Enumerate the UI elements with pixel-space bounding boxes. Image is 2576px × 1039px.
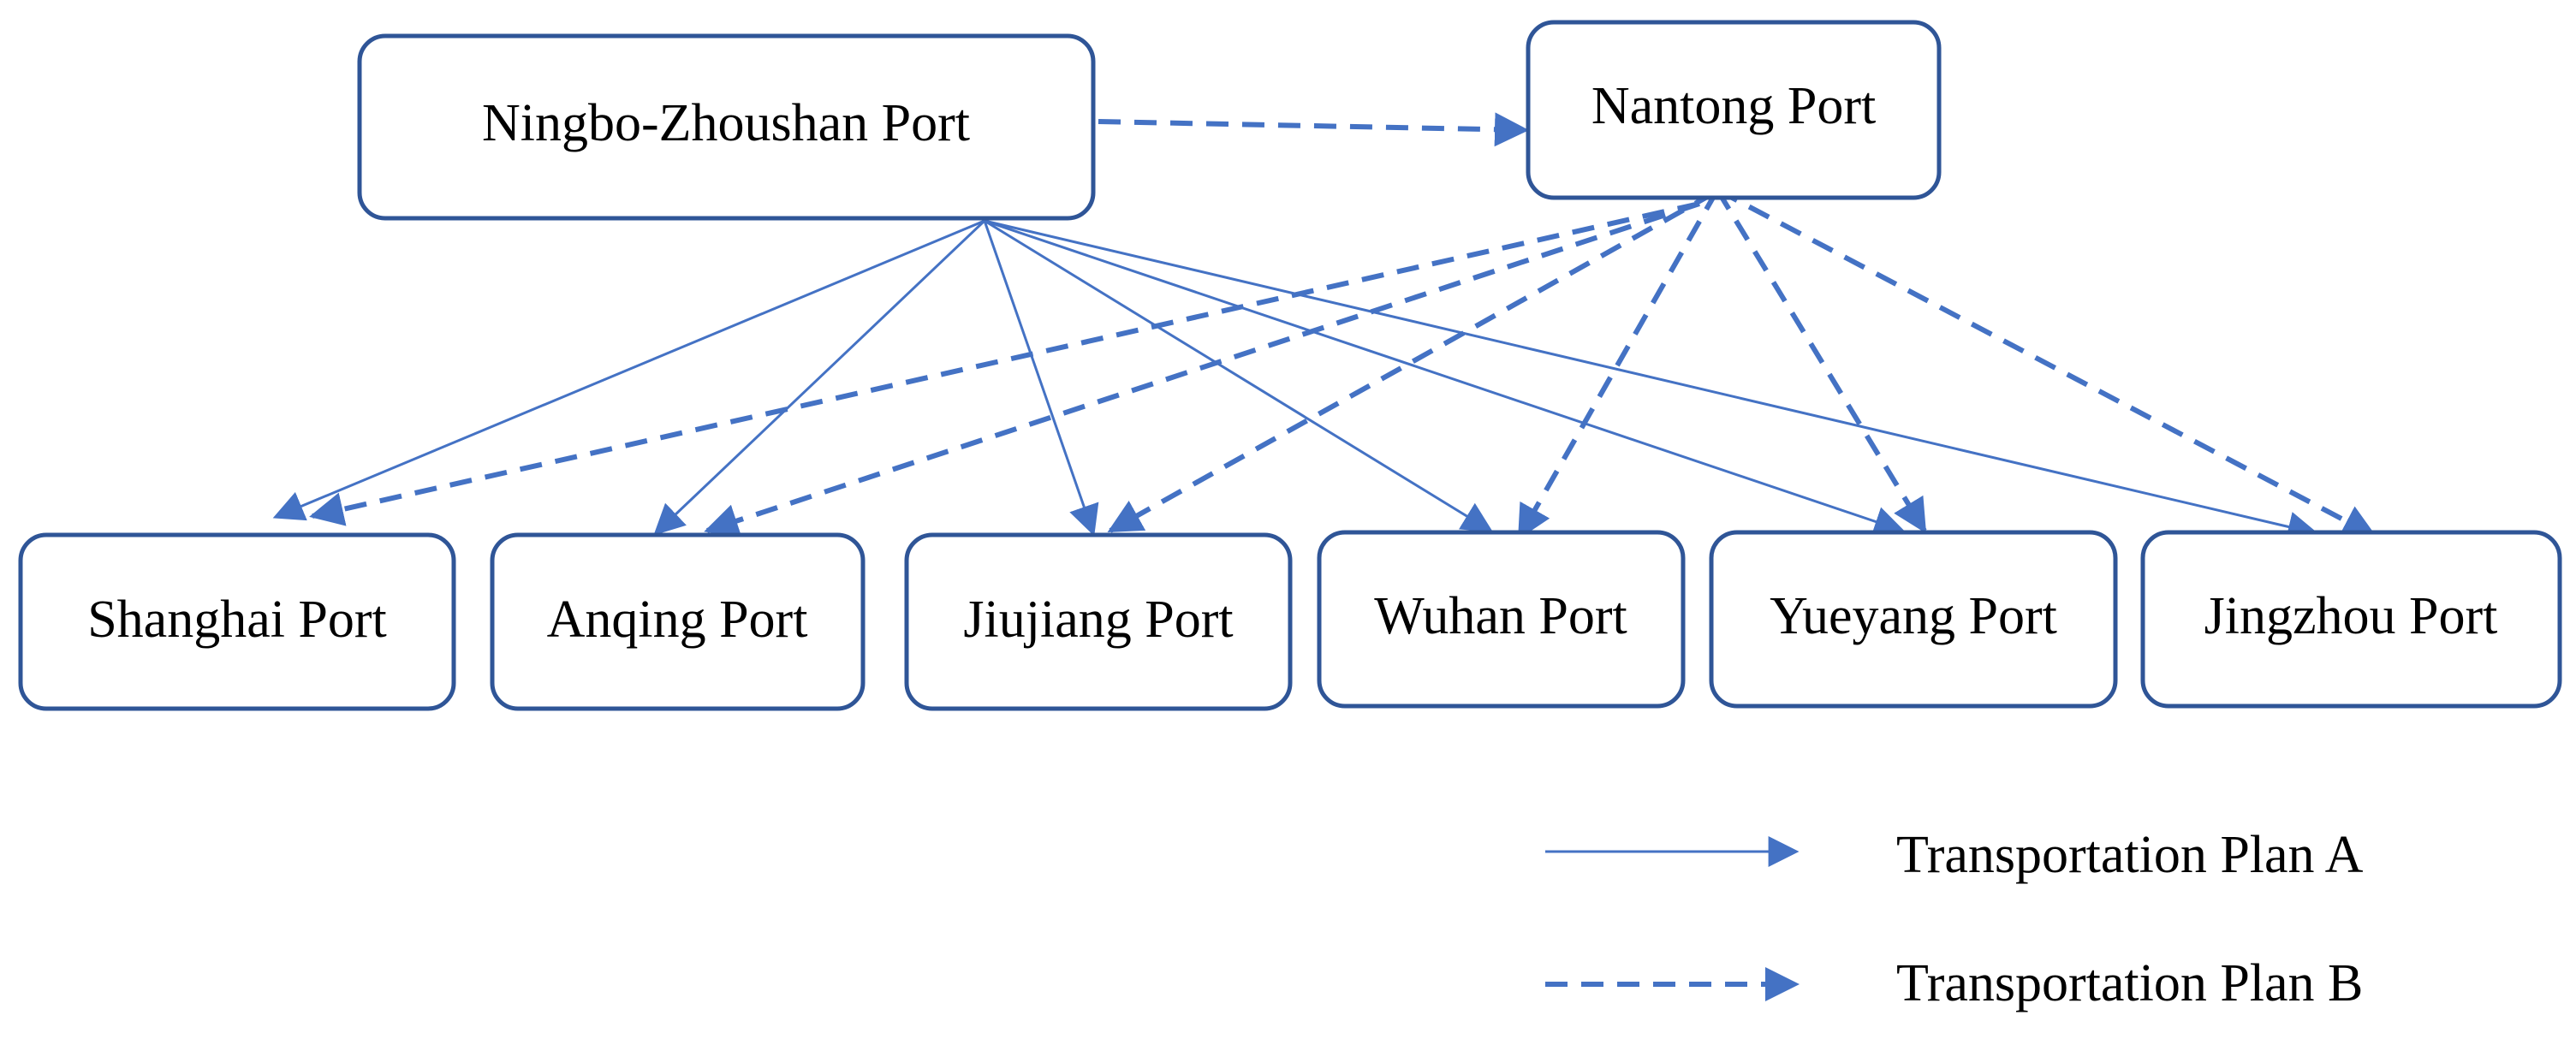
node-box xyxy=(1317,530,1686,709)
edge-b-nantong-anqing xyxy=(704,201,1700,537)
node-label: Yueyang Port xyxy=(1770,587,2057,645)
node-label: Jiujiang Port xyxy=(963,591,1233,649)
edge-a-ningbo-yueyang xyxy=(984,219,1906,537)
node-yueyang: Yueyang Port xyxy=(1709,530,2118,709)
edge-b-nantong-jingzhou xyxy=(1716,187,2377,538)
edge-b-nantong-yueyang xyxy=(1715,188,1927,534)
node-label: Wuhan Port xyxy=(1374,587,1627,645)
edge-b-nantong-shanghai xyxy=(309,201,1700,526)
node-label: Ningbo-Zhoushan Port xyxy=(482,94,970,152)
node-label: Anqing Port xyxy=(547,591,808,649)
node-label: Jingzhou Port xyxy=(2204,587,2498,645)
node-ningbo-zhoushan: Ningbo-Zhoushan Port xyxy=(357,33,1096,221)
plan-b-edges xyxy=(309,112,2377,540)
node-box xyxy=(2140,530,2562,709)
legend-item-plan-b: Transportation Plan B xyxy=(1545,954,2363,1012)
edge-b-ningbo-nantong xyxy=(1098,112,1529,147)
node-label: Shanghai Port xyxy=(87,591,387,649)
legend-label-plan-b: Transportation Plan B xyxy=(1896,954,2363,1012)
edge-a-ningbo-anqing xyxy=(653,219,986,536)
node-box xyxy=(18,532,456,711)
node-box xyxy=(1526,20,1942,200)
legend-item-plan-a: Transportation Plan A xyxy=(1545,826,2364,884)
node-label: Nantong Port xyxy=(1591,77,1876,135)
node-box xyxy=(1709,530,2118,709)
node-jingzhou: Jingzhou Port xyxy=(2140,530,2562,709)
node-wuhan: Wuhan Port xyxy=(1317,530,1686,709)
edge-a-ningbo-wuhan xyxy=(984,219,1494,532)
node-box xyxy=(490,532,866,711)
node-shanghai: Shanghai Port xyxy=(18,532,456,711)
legend-label-plan-a: Transportation Plan A xyxy=(1896,826,2364,884)
legend: Transportation Plan A Transportation Pla… xyxy=(1545,826,2364,1012)
node-box xyxy=(904,532,1293,711)
edge-a-ningbo-jingzhou xyxy=(984,219,2319,543)
edge-a-ningbo-shanghai xyxy=(272,219,985,521)
node-jiujiang: Jiujiang Port xyxy=(904,532,1293,711)
edge-b-nantong-wuhan xyxy=(1517,188,1720,540)
plan-a-edges xyxy=(272,219,2319,543)
node-box xyxy=(357,33,1096,221)
node-anqing: Anqing Port xyxy=(490,532,866,711)
node-nantong: Nantong Port xyxy=(1526,20,1942,200)
edge-a-ningbo-jiujiang xyxy=(983,220,1099,537)
edge-b-nantong-jiujiang xyxy=(1107,190,1716,533)
